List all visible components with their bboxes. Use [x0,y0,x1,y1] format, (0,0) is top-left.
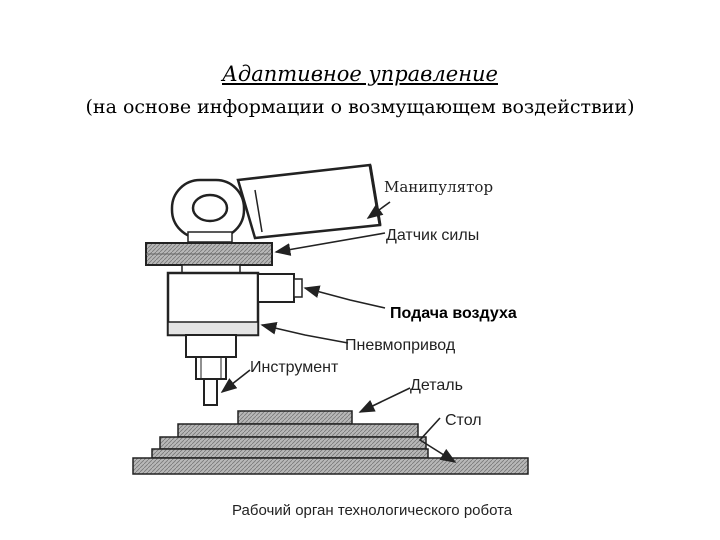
leader-arrows [220,201,457,463]
label-manipulator: Манипулятор [384,178,493,196]
table-top [177,423,419,438]
workpiece [237,410,353,425]
manipulator-arm [236,163,382,240]
tool-spindle [185,334,237,406]
table-base [159,436,427,450]
label-table: Стол [445,412,482,429]
diagram-caption: Рабочий орган технологического робота [232,502,513,519]
ground [132,457,529,475]
slide-title: Адаптивное управление [222,62,498,86]
label-force-sensor: Датчик силы [386,227,479,244]
pneumatic-drive-body [166,271,303,337]
label-part: Деталь [410,377,463,394]
table-foot [151,448,429,459]
wrist-joint [170,178,246,243]
label-pneumatic-drive: Пневмопривод [345,337,456,354]
label-tool: Инструмент [250,359,339,376]
slide-subtitle: (на основе информации о возмущающем возд… [85,96,635,118]
label-air-supply: Подача воздуха [390,305,517,322]
